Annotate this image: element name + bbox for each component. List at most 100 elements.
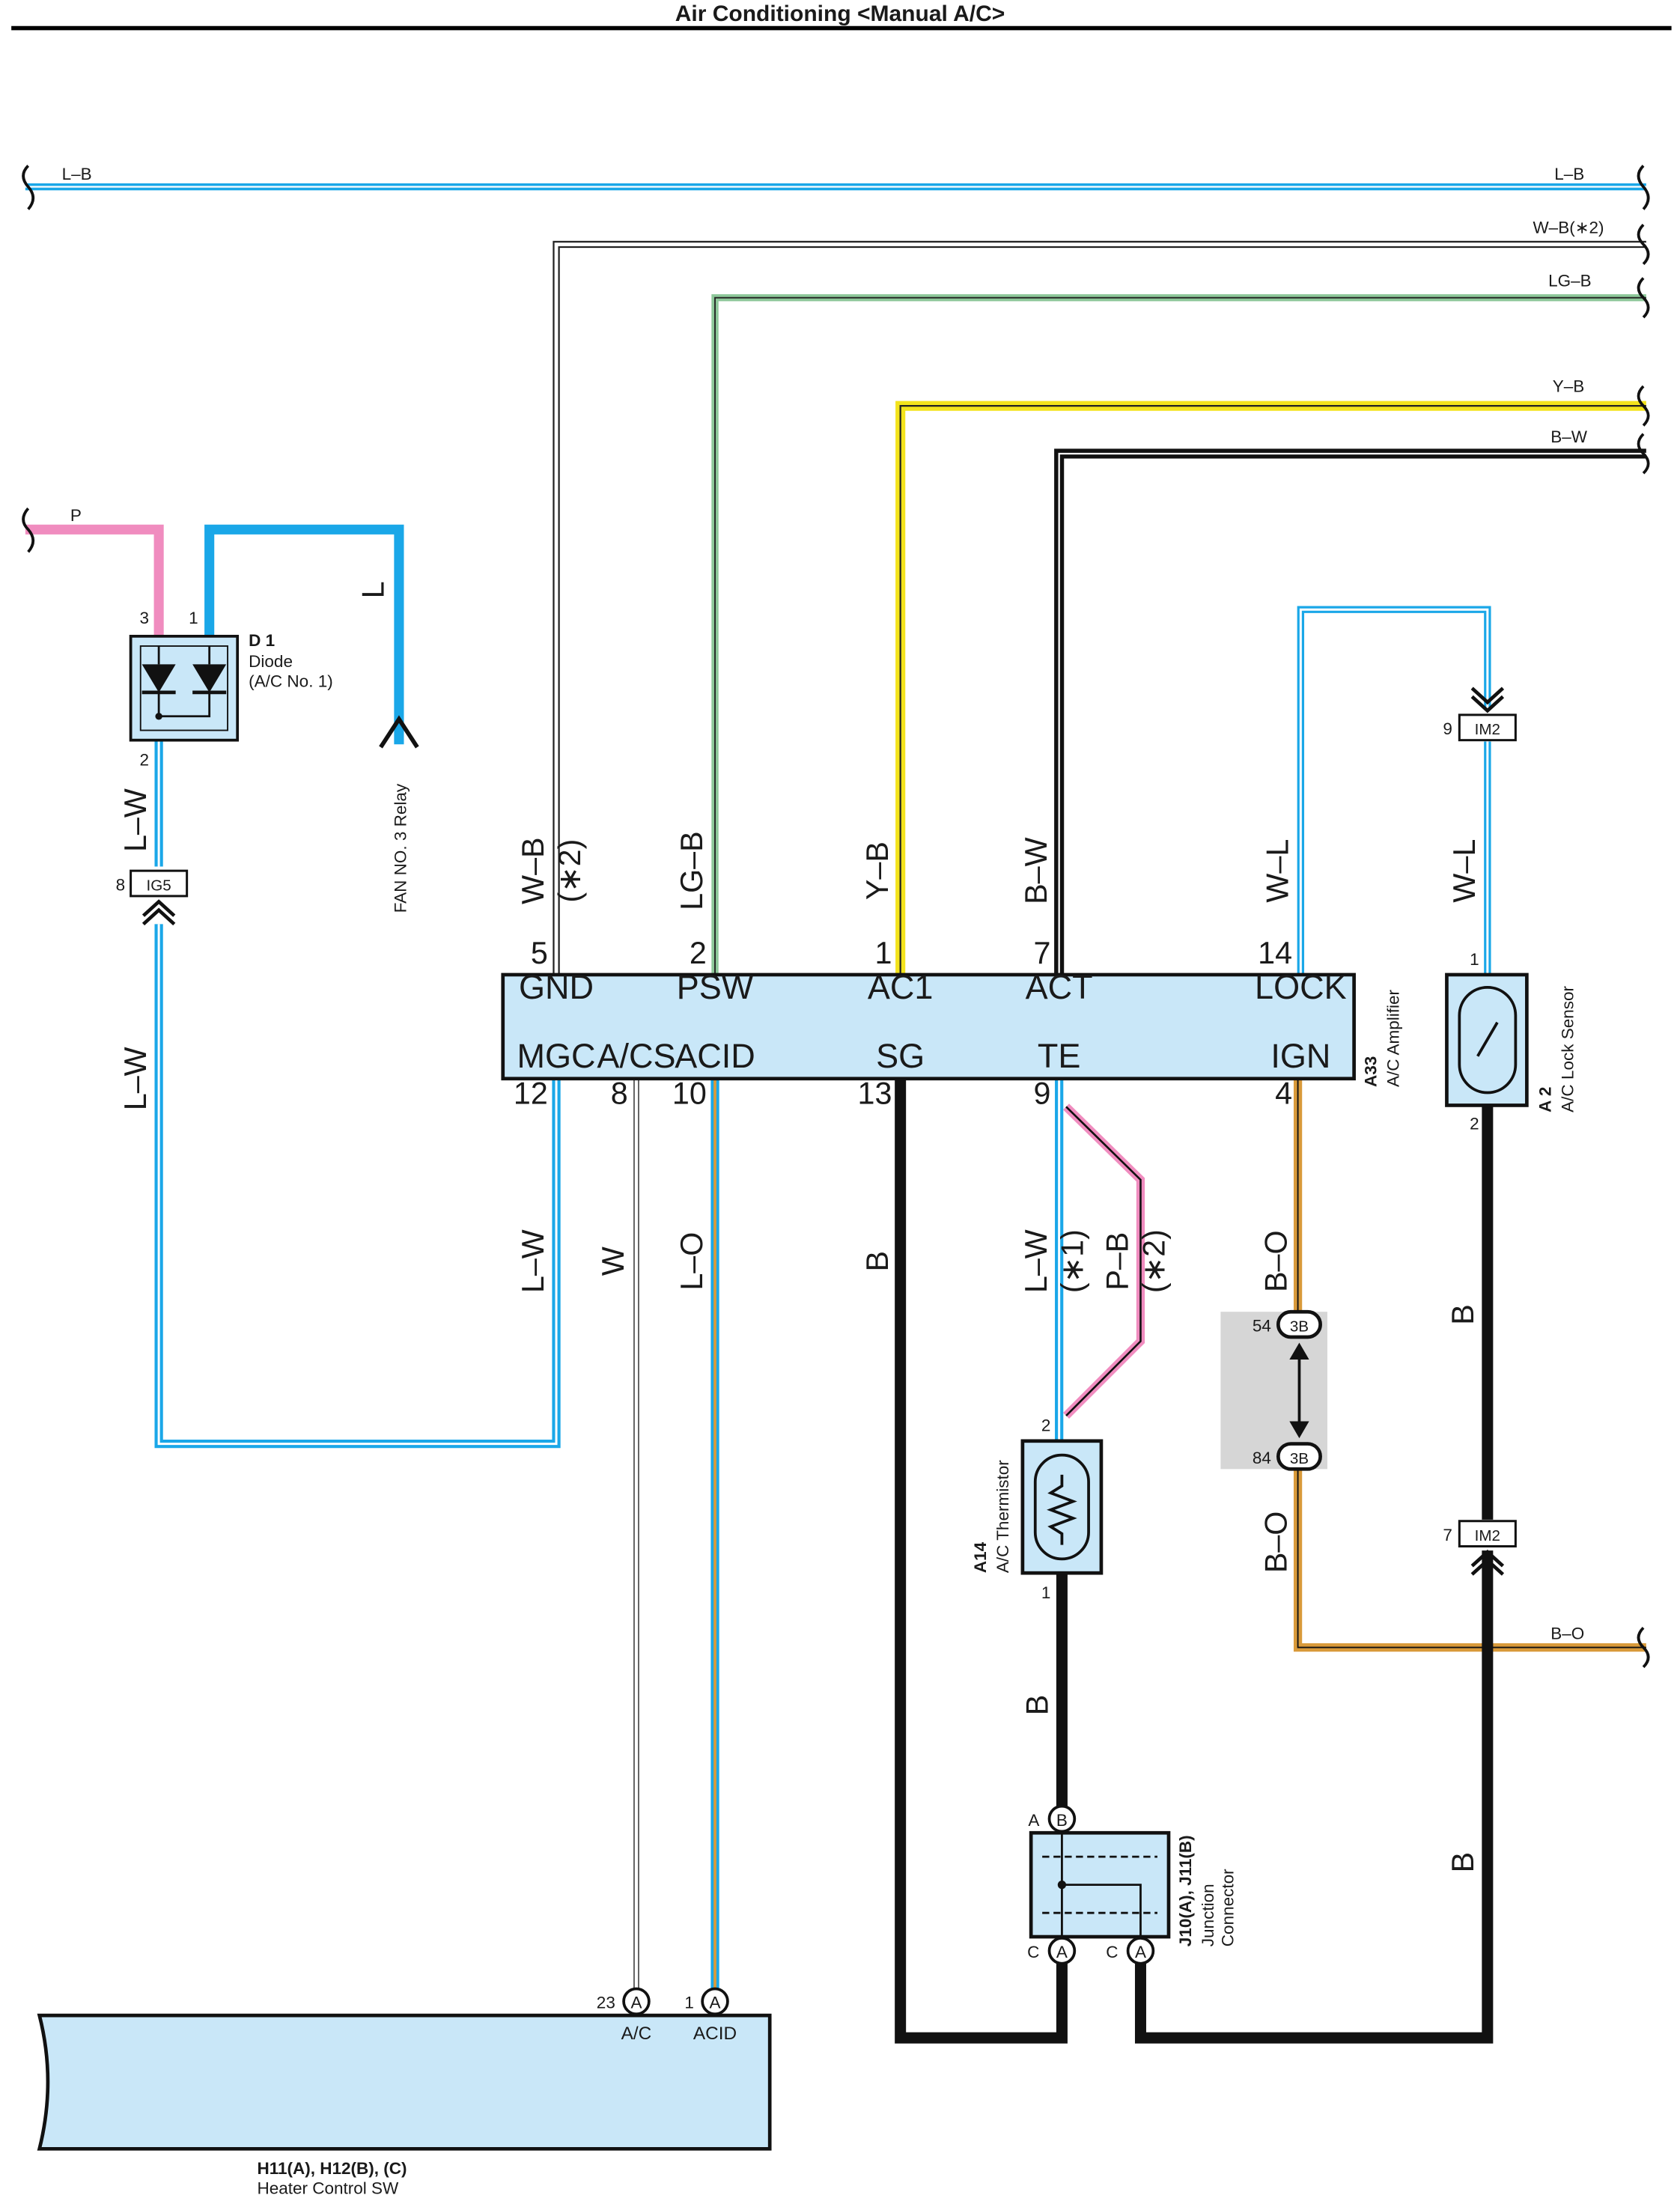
ac-lock-sensor: 1 2 A 2 A/C Lock Sensor <box>1445 950 1577 1133</box>
diode-icon <box>141 645 227 720</box>
terminal-label: ACID <box>675 1037 755 1075</box>
component-code: D 1 <box>249 631 275 650</box>
wire-label: B–O <box>1259 1511 1294 1574</box>
component-code: J10(A), J11(B) <box>1176 1835 1195 1946</box>
wire-label: W <box>596 1246 630 1276</box>
pin-number: 3 <box>139 609 149 627</box>
wire-label: B–O <box>1259 1230 1294 1292</box>
terminal-label: LOCK <box>1255 968 1347 1006</box>
wire-label: L <box>356 581 390 598</box>
wire-label: L–W <box>118 1047 153 1110</box>
relay-arrow-icon <box>379 715 419 749</box>
connector-code: IM2 <box>1475 721 1500 738</box>
pin-number: 1 <box>684 1994 694 2012</box>
pin-number: 14 <box>1258 936 1292 970</box>
wire-label: L–B <box>1554 165 1584 183</box>
pin-number: 8 <box>611 1077 628 1111</box>
wire-w-b <box>553 240 1646 975</box>
wire-label: P <box>70 506 82 525</box>
terminal-label: A/CS <box>597 1037 675 1075</box>
wire-w-l <box>1297 606 1491 975</box>
pin-number: 9 <box>1033 1077 1050 1111</box>
resistor-icon <box>1047 1474 1077 1545</box>
component-name: Diode <box>249 652 293 671</box>
pin-number: C <box>1027 1943 1039 1961</box>
component-subname: (A/C No. 1) <box>249 672 333 690</box>
terminal-label: IGN <box>1270 1037 1330 1075</box>
connector-code: 3B <box>1290 1450 1309 1467</box>
pin-number: 9 <box>1443 719 1452 738</box>
terminal-letter: A <box>630 1994 642 2012</box>
pin-number: 7 <box>1443 1526 1452 1544</box>
wire-label: W–L <box>1447 839 1482 903</box>
connector-code: IM2 <box>1475 1527 1500 1544</box>
wire-l <box>204 524 404 745</box>
wire-label: L–W <box>1019 1229 1053 1293</box>
wire-label: (∗1) <box>1056 1229 1090 1293</box>
pin-number: 2 <box>1041 1416 1051 1435</box>
terminal-label: SG <box>876 1037 925 1075</box>
component-name: A/C Lock Sensor <box>1558 985 1577 1112</box>
wire-label: (∗2) <box>553 839 587 903</box>
diode-d1: 3 1 2 D 1 Diode (A/C No. 1) <box>129 609 333 769</box>
pin-number: 2 <box>1470 1114 1479 1133</box>
component-name: A/C Amplifier <box>1384 990 1403 1088</box>
wire-label: LG–B <box>1548 272 1592 290</box>
wire-break-marks <box>22 165 1650 1669</box>
pin-number: 1 <box>874 936 892 970</box>
wire-lg-b <box>711 294 1646 975</box>
connector-im2-bottom: IM2 7 <box>1443 1520 1517 1576</box>
pin-number: 2 <box>139 750 149 769</box>
wire-b-o <box>1293 1078 1646 1652</box>
connector-im2-top: IM2 9 <box>1443 687 1517 742</box>
pin-number: 1 <box>1470 950 1479 969</box>
page-title: Air Conditioning <Manual A/C> <box>675 1 1005 26</box>
terminal-label: A/C <box>621 2024 652 2044</box>
terminal-label: MGC <box>517 1037 596 1075</box>
terminal-letter: A <box>1135 1943 1146 1961</box>
wire-label: W–B <box>516 837 550 904</box>
ac-amplifier: GND PSW AC1 ACT LOCK MGC A/CS ACID SG TE… <box>501 936 1403 1111</box>
wire-label: L–W <box>516 1229 550 1293</box>
pin-number: 5 <box>531 936 548 970</box>
wire-b-lock <box>1134 1105 1494 2044</box>
wire-label: P–B <box>1101 1232 1135 1291</box>
pin-number: 10 <box>672 1077 707 1111</box>
connector-code: 3B <box>1290 1318 1309 1335</box>
pin-number: A <box>1028 1811 1039 1830</box>
wire-label: W–B(∗2) <box>1533 218 1604 237</box>
connector-code: IG5 <box>146 877 171 894</box>
pin-number: 1 <box>189 609 198 627</box>
wire-label: Y–B <box>860 841 895 900</box>
terminal-label: GND <box>519 968 594 1006</box>
wire-label: LG–B <box>675 831 709 910</box>
wire-label: (∗2) <box>1136 1229 1171 1293</box>
pin-number: 7 <box>1033 936 1050 970</box>
wire-p <box>25 524 164 636</box>
wire-label: B–O <box>1550 1624 1584 1643</box>
terminal-label: TE <box>1038 1037 1081 1075</box>
pin-number: 4 <box>1275 1077 1292 1111</box>
component-name: A/C Thermistor <box>993 1460 1012 1573</box>
wire-label: B <box>1020 1695 1055 1716</box>
terminal-label: ACT <box>1026 968 1093 1006</box>
heater-control-switch: A 23 A 1 A/C ACID H11(A), H12(B), (C) He… <box>37 1987 772 2197</box>
pin-number: C <box>1106 1943 1118 1961</box>
junction-connector: B A A C A C J10(A), J11(B) Junction Conn… <box>1027 1804 1237 1965</box>
component-name: Junction <box>1199 1884 1217 1946</box>
wire-p-b <box>1063 1103 1145 1419</box>
component-code: A33 <box>1362 1056 1381 1087</box>
pin-number: 54 <box>1253 1316 1271 1335</box>
relay-name: FAN NO. 3 Relay <box>391 783 410 913</box>
component-code: H11(A), H12(B), (C) <box>257 2159 407 2178</box>
component-name: Heater Control SW <box>257 2179 399 2197</box>
terminal-label: ACID <box>693 2024 737 2044</box>
wire-label: B <box>1446 1304 1480 1325</box>
component-code: A14 <box>971 1541 990 1573</box>
pin-number: 12 <box>514 1077 548 1111</box>
pin-number: 1 <box>1041 1583 1051 1602</box>
wire-l-w-mgc <box>154 740 561 1449</box>
terminal-letter: B <box>1056 1811 1068 1830</box>
wire-label: L–O <box>675 1232 709 1291</box>
wire-label: B <box>860 1251 895 1272</box>
